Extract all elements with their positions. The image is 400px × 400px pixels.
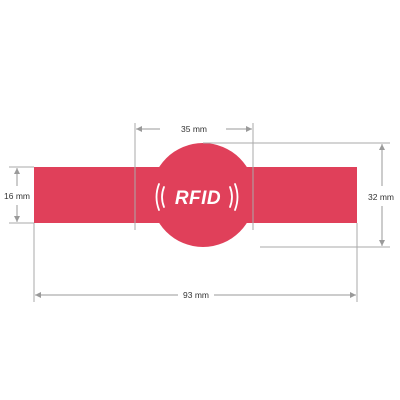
chip-diameter-dimension: 35 mm <box>136 124 252 134</box>
signal-waves-left-icon <box>155 183 165 211</box>
overall-length-dimension: 93 mm <box>35 290 356 300</box>
signal-waves-right-icon <box>229 183 239 211</box>
rfid-logo: RFID <box>155 183 239 211</box>
band-height-label: 16 mm <box>4 191 30 201</box>
chip-diameter-label: 35 mm <box>181 124 207 134</box>
rfid-chip-disc <box>151 143 255 247</box>
rfid-logo-text: RFID <box>175 188 221 209</box>
band-height-dimension: 16 mm <box>4 168 30 222</box>
chip-height-dimension: 32 mm <box>368 144 394 246</box>
dimension-lines <box>9 123 390 302</box>
wristband: RFID <box>34 143 357 247</box>
overall-length-label: 93 mm <box>183 290 209 300</box>
chip-height-label: 32 mm <box>368 192 394 202</box>
